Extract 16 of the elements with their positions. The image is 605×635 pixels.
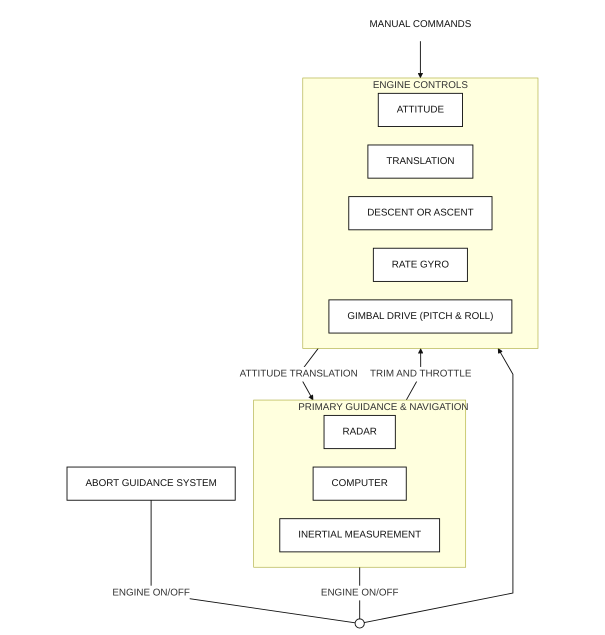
node-circle [354,618,365,628]
node-box: INERTIAL MEASUREMENT [279,518,440,552]
edge-label: ENGINE ON/OFF [112,587,190,598]
node-box: GIMBAL DRIVE (PITCH & ROLL) [328,298,512,334]
node-box: COMPUTER [312,466,407,500]
node-box: RATE GYRO [372,247,468,282]
node-box: ABORT GUIDANCE SYSTEM [66,466,236,500]
arrow [418,40,424,78]
node-box: RADAR [324,414,396,449]
node-box: TRANSLATION [367,144,474,178]
edge-label: TRIM AND THROTTLE [370,368,472,379]
node-box: ATTITUDE [378,92,463,126]
edge-label: ATTITUDE TRANSLATION [240,368,358,379]
node-box: DESCENT OR ASCENT [348,196,492,230]
edge-label: ENGINE ON/OFF [320,587,398,598]
node-text: MANUAL COMMANDS [369,18,472,29]
